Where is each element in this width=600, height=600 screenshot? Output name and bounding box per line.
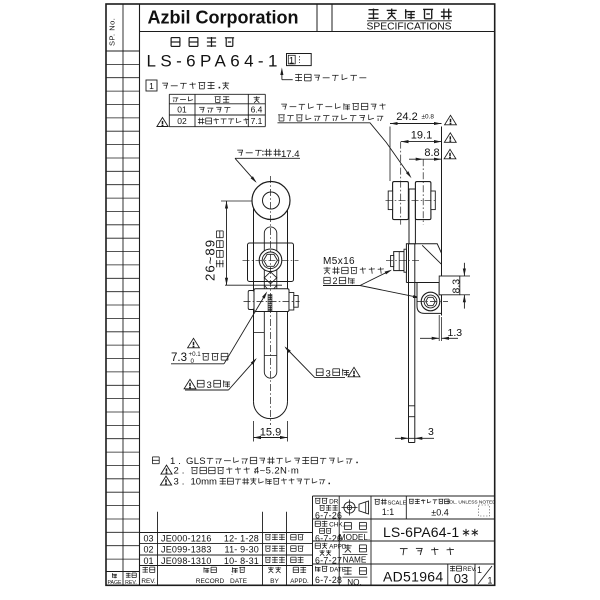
svg-text:7.1: 7.1 <box>251 116 263 126</box>
svg-text:1: 1 <box>289 56 294 67</box>
svg-text:01: 01 <box>177 105 187 115</box>
svg-text:6.4: 6.4 <box>251 105 263 115</box>
svg-text:1:1: 1:1 <box>382 507 394 517</box>
svg-text:M5x16: M5x16 <box>323 256 355 267</box>
svg-text:DR.: DR. <box>329 499 340 506</box>
svg-text:4~5.2N·m: 4~5.2N·m <box>254 466 299 477</box>
svg-text:±0.4: ±0.4 <box>431 508 448 518</box>
svg-text:3: 3 <box>326 369 331 380</box>
svg-text:CHK.: CHK. <box>329 522 344 529</box>
svg-text:11- 9-30: 11- 9-30 <box>225 545 259 555</box>
svg-text:2: 2 <box>333 276 338 286</box>
svg-text:REV.: REV. <box>141 578 156 585</box>
svg-text:6-7-28: 6-7-28 <box>315 575 342 585</box>
svg-text:26~89: 26~89 <box>203 239 218 281</box>
svg-text:1: 1 <box>149 81 154 91</box>
svg-text:17.4: 17.4 <box>281 149 300 160</box>
svg-text:3.: 3. <box>174 477 188 488</box>
svg-text:10- 8-31: 10- 8-31 <box>224 556 259 566</box>
svg-text:7.3: 7.3 <box>171 352 187 364</box>
svg-text:01: 01 <box>143 556 153 566</box>
svg-text:1.3: 1.3 <box>448 327 463 339</box>
svg-text:LS-6PA64-1: LS-6PA64-1 <box>383 524 459 540</box>
svg-text:SP. No.: SP. No. <box>108 18 117 46</box>
svg-text:6-7-27: 6-7-27 <box>315 556 342 566</box>
svg-text:03: 03 <box>454 571 468 586</box>
svg-text:6-7-26: 6-7-26 <box>315 511 342 521</box>
svg-text:JE099-1383: JE099-1383 <box>161 545 212 555</box>
svg-text:8.8: 8.8 <box>424 147 439 159</box>
svg-text:1.: 1. <box>170 456 184 467</box>
svg-text:APPD: APPD <box>329 544 347 551</box>
svg-text:APPD.: APPD. <box>290 578 309 585</box>
svg-text:TOL. UNLESS NOTED: TOL. UNLESS NOTED <box>447 500 497 506</box>
svg-text:SPECIFICATIONS: SPECIFICATIONS <box>366 21 451 32</box>
svg-text:+0.1: +0.1 <box>189 351 202 358</box>
svg-text:0: 0 <box>191 358 195 365</box>
svg-text:±0.8: ±0.8 <box>422 114 435 121</box>
svg-text:AD51964: AD51964 <box>383 569 443 585</box>
svg-text:DATE: DATE <box>230 578 248 585</box>
svg-text:03: 03 <box>143 533 153 543</box>
svg-text:1: 1 <box>488 576 493 586</box>
svg-text:3: 3 <box>428 426 434 438</box>
svg-text:MODEL.: MODEL. <box>339 533 370 542</box>
svg-text:10mm: 10mm <box>191 477 217 488</box>
svg-text:Azbil Corporation: Azbil Corporation <box>148 7 299 27</box>
svg-text:8.3: 8.3 <box>450 279 462 294</box>
svg-text::: : <box>231 570 233 577</box>
svg-text:NO.: NO. <box>347 578 362 587</box>
svg-text:02: 02 <box>143 545 153 555</box>
svg-text:RECORD: RECORD <box>196 578 225 585</box>
svg-text:3: 3 <box>207 380 212 391</box>
svg-text:JE098-1310: JE098-1310 <box>161 556 212 566</box>
svg-text:15.9: 15.9 <box>260 427 281 439</box>
svg-text:PAGE: PAGE <box>107 580 122 586</box>
svg-text:REV.: REV. <box>463 567 477 573</box>
svg-text:REV.: REV. <box>125 580 137 586</box>
svg-text:LS-6PA64-1: LS-6PA64-1 <box>147 52 282 71</box>
svg-text:02: 02 <box>177 116 187 126</box>
svg-text:DATE: DATE <box>330 567 347 574</box>
svg-text:JE000-1216: JE000-1216 <box>161 533 212 543</box>
svg-text:GLS: GLS <box>186 456 206 467</box>
svg-text:19.1: 19.1 <box>411 130 432 142</box>
svg-text:2.: 2. <box>174 466 188 477</box>
svg-text:12- 1-28: 12- 1-28 <box>224 533 259 543</box>
svg-text:NAME: NAME <box>343 556 367 565</box>
svg-text:BY: BY <box>270 578 279 585</box>
svg-text:6-7-26: 6-7-26 <box>315 534 342 544</box>
svg-text:24.2: 24.2 <box>396 111 417 123</box>
svg-text:SCALE: SCALE <box>388 500 407 506</box>
svg-text:1: 1 <box>477 565 482 575</box>
